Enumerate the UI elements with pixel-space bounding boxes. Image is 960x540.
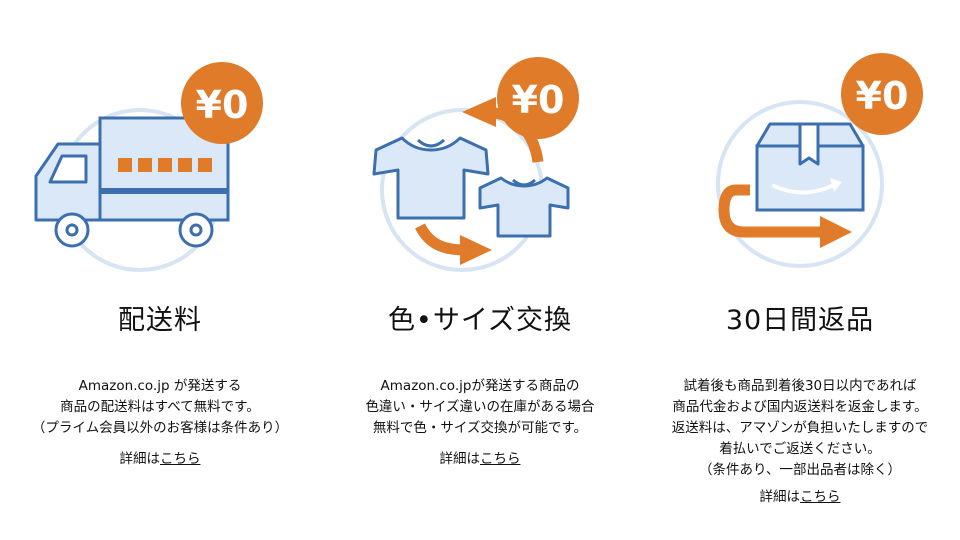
details-prefix: 詳細は [439,451,481,467]
details-link[interactable]: こちら [160,451,201,467]
feature-exchange: ¥0 色•サイズ交換 Amazon.co.jpが発送する商品の 色違い・サイズ違… [320,0,640,540]
details-link[interactable]: こちら [480,451,521,467]
description-line: 着払いでご返送ください。 [719,441,881,457]
description-line: 試着後も商品到着後30日以内であれば [683,378,917,394]
description-line: 商品代金および国内返送料を返金します。 [672,399,928,415]
feature-title: 30日間返品 [725,305,875,336]
feature-description: Amazon.co.jpが発送する商品の 色違い・サイズ違いの在庫がある場合 無… [320,376,640,439]
badge-label: ¥0 [196,83,249,127]
description-line: 無料で色・サイズ交換が可能です。 [372,420,588,436]
details-link[interactable]: こちら [800,489,841,505]
feature-description: 試着後も商品到着後30日以内であれば 商品代金および国内返送料を返金します。 返… [640,376,960,481]
feature-shipping: ¥0 配送料 Amazon.co.jp が発送する 商品の配送料はすべて無料です… [0,0,320,540]
feature-title: 色•サイズ交換 [387,305,573,336]
description-line: （条件あり、一部出品者は除く） [699,462,901,478]
truck-icon: ¥0 [34,62,263,272]
details-prefix: 詳細は [759,489,801,505]
description-line: Amazon.co.jpが発送する商品の [380,378,580,394]
yen-badge: ¥0 [497,57,579,139]
badge-label: ¥0 [856,74,909,118]
description-line: 色違い・サイズ違いの在庫がある場合 [365,399,595,415]
yen-badge: ¥0 [181,62,263,144]
details-line: 詳細はこちら [320,447,640,467]
details-prefix: 詳細は [119,451,161,467]
description-line: 返送料は、アマゾンが負担いたしますので [671,420,929,436]
yen-badge: ¥0 [841,53,923,135]
description-line: Amazon.co.jp が発送する [78,378,242,394]
tshirt-exchange-icon: ¥0 [372,57,579,272]
return-box-icon: ¥0 [716,53,923,268]
details-line: 詳細はこちら [640,485,960,505]
badge-label: ¥0 [512,78,565,122]
feature-returns: ¥0 30日間返品 試着後も商品到着後30日以内であれば 商品代金および国内返送… [640,0,960,540]
details-line: 詳細はこちら [0,447,320,467]
feature-description: Amazon.co.jp が発送する 商品の配送料はすべて無料です。 （プライム… [0,376,320,439]
description-line: 商品の配送料はすべて無料です。 [60,399,260,415]
description-line: （プライム会員以外のお客様は条件あり） [31,420,289,436]
feature-title: 配送料 [118,305,202,336]
